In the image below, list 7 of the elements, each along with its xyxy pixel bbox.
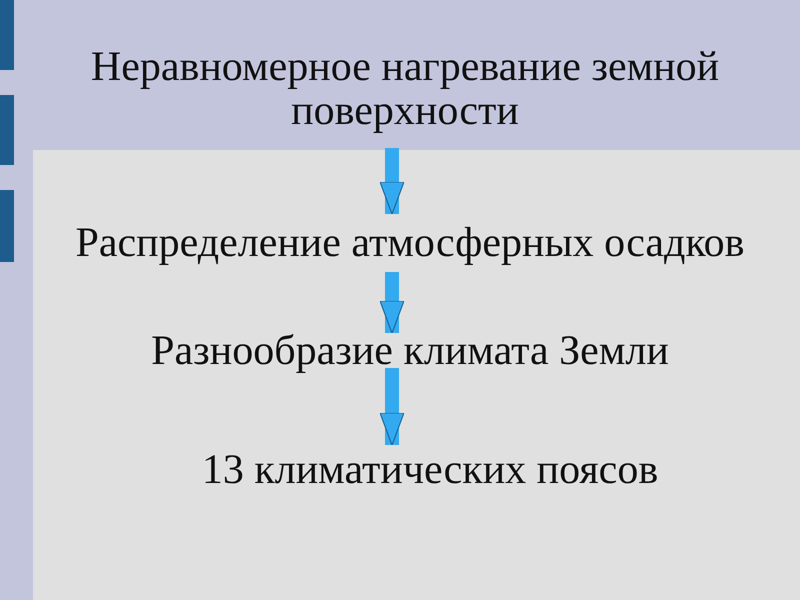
arrow (380, 148, 404, 214)
flow-text: Разнообразие климата Земли (151, 328, 669, 372)
flow-text: 13 климатических поясов (202, 448, 658, 492)
flow-text: Распределение атмосферных осадков (76, 221, 744, 265)
flow-text: Неравномерное нагревание земной поверхности (90, 45, 720, 133)
arrow (380, 368, 404, 446)
arrow (380, 272, 404, 334)
